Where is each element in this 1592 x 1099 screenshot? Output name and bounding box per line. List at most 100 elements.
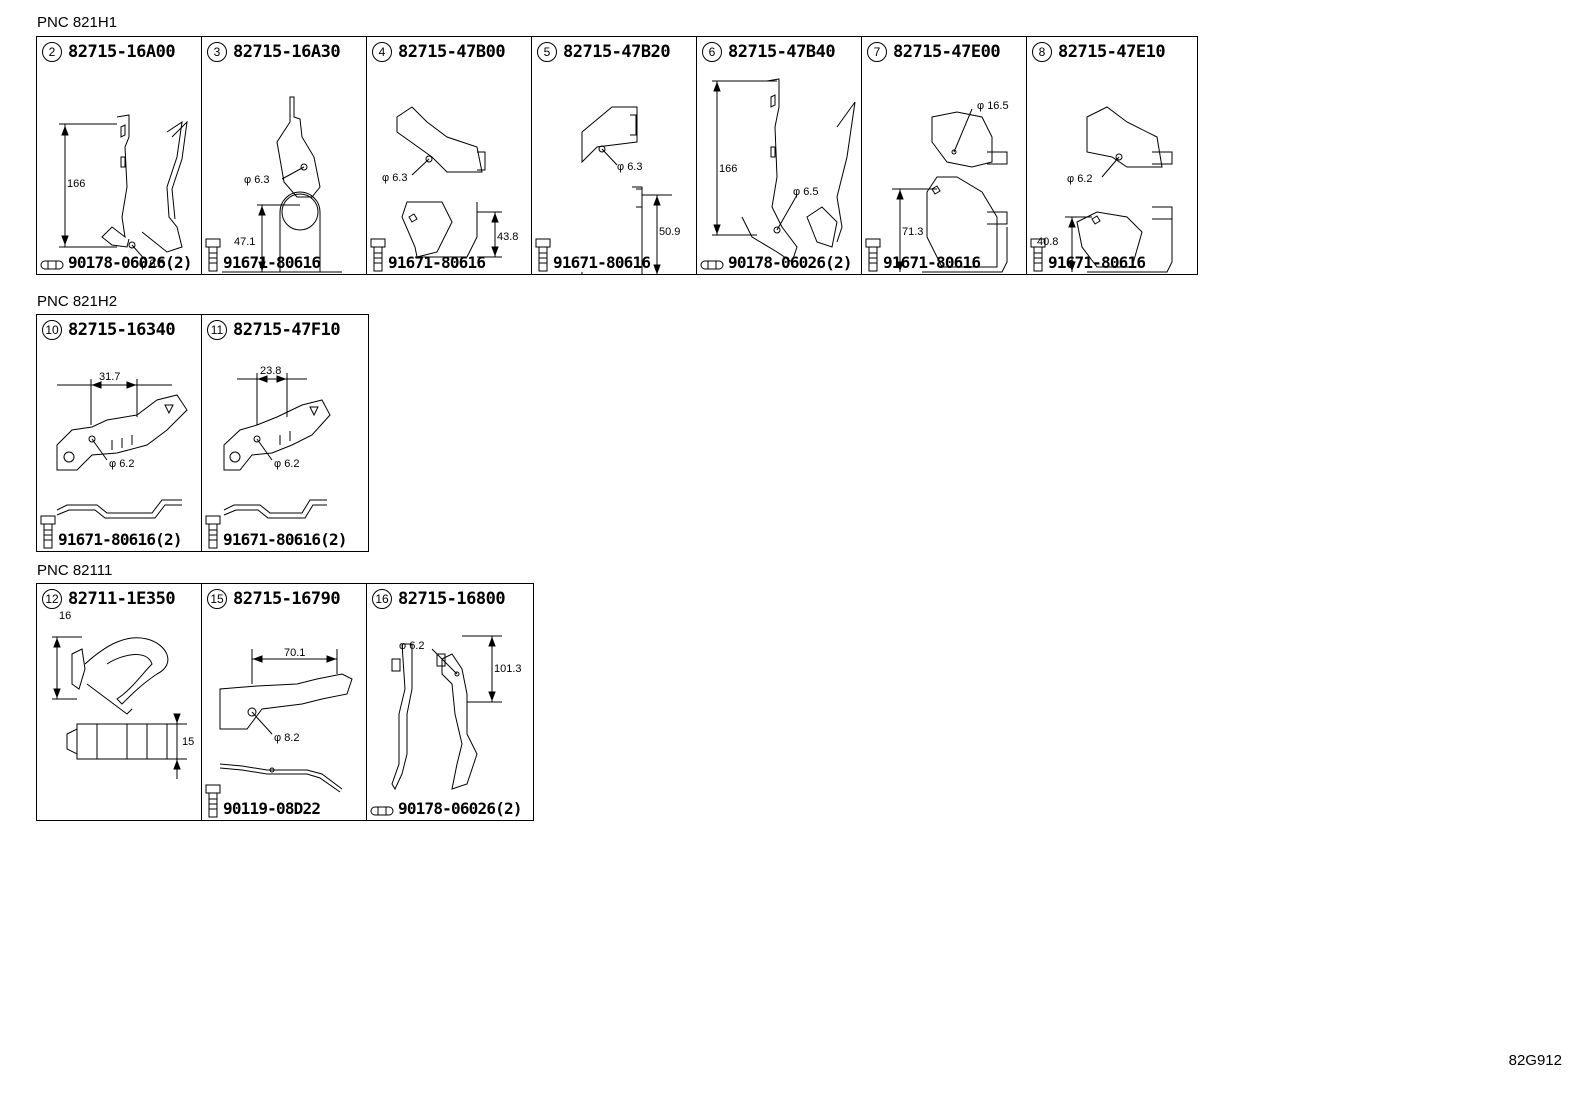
part-cell-11[interactable]: 11 82715-47F10 23.8 φ 6.2 91671-80616(2)	[202, 315, 367, 551]
part-cell-4[interactable]: 4 82715-47B00 φ 6.3 43.8 91671-80616	[367, 37, 532, 274]
part-number[interactable]: 82711-1E350	[68, 589, 176, 609]
dimension-height: 16	[59, 610, 71, 622]
group-label-82111: PNC 82111	[37, 562, 113, 579]
group-label-821h2: PNC 821H2	[37, 293, 118, 310]
callout-number: 12	[42, 589, 62, 609]
fastener-part-number[interactable]: 91671-80616	[883, 253, 981, 272]
bracket-drawing: φ 6.2 40.8	[1037, 106, 1173, 273]
part-cell-8[interactable]: 8 82715-47E10 φ 6.2 40.8 91671-80616	[1027, 37, 1192, 274]
dimension-hole: φ 6.3	[382, 172, 407, 184]
dimension-length: 47.1	[234, 236, 255, 248]
callout-number: 7	[867, 42, 887, 62]
fastener-part-number[interactable]: 90119-08D22	[223, 799, 321, 818]
dimension-hole: φ 6.3	[244, 174, 269, 186]
bracket-drawing: φ 6.3 50.9	[581, 106, 680, 274]
clip-icon	[40, 260, 64, 270]
callout-number: 11	[207, 320, 227, 340]
part-number[interactable]: 82715-16800	[398, 589, 506, 609]
bolt-icon	[1030, 238, 1046, 272]
part-cell-15[interactable]: 15 82715-16790 70.1 φ 8.2 90119-08D22	[202, 584, 367, 820]
clip-icon	[370, 806, 394, 816]
part-number[interactable]: 82715-47B00	[398, 42, 506, 62]
fastener-part-number[interactable]: 91671-80616	[553, 253, 651, 272]
group-label-821h1: PNC 821H1	[37, 14, 118, 31]
dimension-hole: φ 6.5	[139, 258, 164, 270]
bracket-drawing: φ 16.5 71.3	[892, 100, 1009, 273]
dimension-length: 50.9	[659, 226, 680, 238]
part-number[interactable]: 82715-16A30	[233, 42, 341, 62]
part-cell-7[interactable]: 7 82715-47E00 φ 16.5 71.3 91671-80616	[862, 37, 1027, 274]
bracket-drawing: 166 φ 6.5	[712, 78, 856, 263]
part-number[interactable]: 82715-16A00	[68, 42, 176, 62]
bracket-drawing: 23.8 φ 6.2	[223, 365, 331, 519]
dimension-hole: φ 6.2	[274, 458, 299, 470]
part-cell-10[interactable]: 10 82715-16340 31.7 φ 6.2 91671-80616(2)	[37, 315, 202, 551]
dimension-length: 166	[719, 163, 737, 175]
dimension-length: 43.8	[497, 231, 518, 243]
fastener-part-number[interactable]: 90178-06026(2)	[68, 253, 192, 272]
bolt-icon	[865, 238, 881, 272]
part-number[interactable]: 82715-47F10	[233, 320, 341, 340]
dimension-hole: φ 6.2	[1067, 173, 1092, 185]
bolt-icon	[535, 238, 551, 272]
bolt-icon	[40, 515, 56, 549]
bolt-icon	[205, 238, 221, 272]
dimension-length: 71.3	[902, 226, 923, 238]
fastener-part-number[interactable]: 91671-80616	[388, 253, 486, 272]
part-number[interactable]: 82715-47E00	[893, 42, 1001, 62]
clip-icon	[700, 260, 724, 270]
bolt-icon	[205, 515, 221, 549]
part-cell-2[interactable]: 2 82715-16A00 166 φ 6.5 90178-06026(2)	[37, 37, 202, 274]
callout-number: 4	[372, 42, 392, 62]
part-cell-16[interactable]: 16 82715-16800 φ 6.2 101.3 90178-06026(2)	[367, 584, 532, 820]
dimension-hole: φ 6.3	[617, 161, 642, 173]
bolt-icon	[370, 238, 386, 272]
dimension-height: 15	[182, 736, 194, 748]
bolt-icon	[205, 784, 221, 818]
dimension-hole: φ 6.2	[109, 458, 134, 470]
part-cell-5[interactable]: 5 82715-47B20 φ 6.3 50.9 91671-80616	[532, 37, 697, 274]
part-number[interactable]: 82715-47B20	[563, 42, 671, 62]
bracket-drawing: 31.7 φ 6.3 47.1	[222, 96, 342, 273]
diagram-reference-code: 82G912	[1508, 1052, 1562, 1069]
dimension-length: 166	[67, 178, 85, 190]
fastener-part-number[interactable]: 91671-80616(2)	[223, 530, 347, 549]
fastener-part-number[interactable]: 90178-06026(2)	[398, 799, 522, 818]
dimension-hole: φ 6.5	[793, 186, 818, 198]
parts-group-82111: 12 82711-1E350 16 15 15 82715-16790 70.1	[36, 583, 534, 821]
callout-number: 3	[207, 42, 227, 62]
bracket-drawing: 166 φ 6.5	[59, 114, 188, 270]
bracket-drawing: φ 6.2 101.3	[391, 635, 522, 791]
callout-number: 8	[1032, 42, 1052, 62]
part-cell-3[interactable]: 3 82715-16A30 31.7 φ 6.3 47.1 91671-80616	[202, 37, 367, 274]
part-number[interactable]: 82715-16790	[233, 589, 341, 609]
dimension-width: 70.1	[284, 647, 305, 659]
dimension-length: 101.3	[494, 663, 522, 675]
callout-number: 16	[372, 589, 392, 609]
bracket-drawing: 70.1 φ 8.2	[219, 647, 353, 793]
callout-number: 15	[207, 589, 227, 609]
bracket-drawing: 31.7 φ 6.2	[56, 371, 188, 519]
part-number[interactable]: 82715-47E10	[1058, 42, 1166, 62]
dimension-width: 31.7	[99, 371, 120, 383]
dimension-hole: φ 16.5	[977, 100, 1009, 112]
callout-number: 6	[702, 42, 722, 62]
part-cell-12[interactable]: 12 82711-1E350 16 15	[37, 584, 202, 820]
dimension-width: 23.8	[260, 365, 281, 377]
callout-number: 2	[42, 42, 62, 62]
bracket-drawing: φ 6.3 43.8	[382, 106, 518, 258]
part-number[interactable]: 82715-16340	[68, 320, 176, 340]
clip-drawing: 16 15	[52, 610, 194, 779]
callout-number: 10	[42, 320, 62, 340]
callout-number: 5	[537, 42, 557, 62]
fastener-part-number[interactable]: 91671-80616	[1048, 253, 1146, 272]
dimension-hole: φ 8.2	[274, 732, 299, 744]
fastener-part-number[interactable]: 90178-06026(2)	[728, 253, 852, 272]
fastener-part-number[interactable]: 91671-80616	[223, 253, 321, 272]
dimension-hole: φ 6.2	[399, 640, 424, 652]
part-cell-6[interactable]: 6 82715-47B40 166 φ 6.5 90178-06026(2)	[697, 37, 862, 274]
part-number[interactable]: 82715-47B40	[728, 42, 836, 62]
fastener-part-number[interactable]: 91671-80616(2)	[58, 530, 182, 549]
